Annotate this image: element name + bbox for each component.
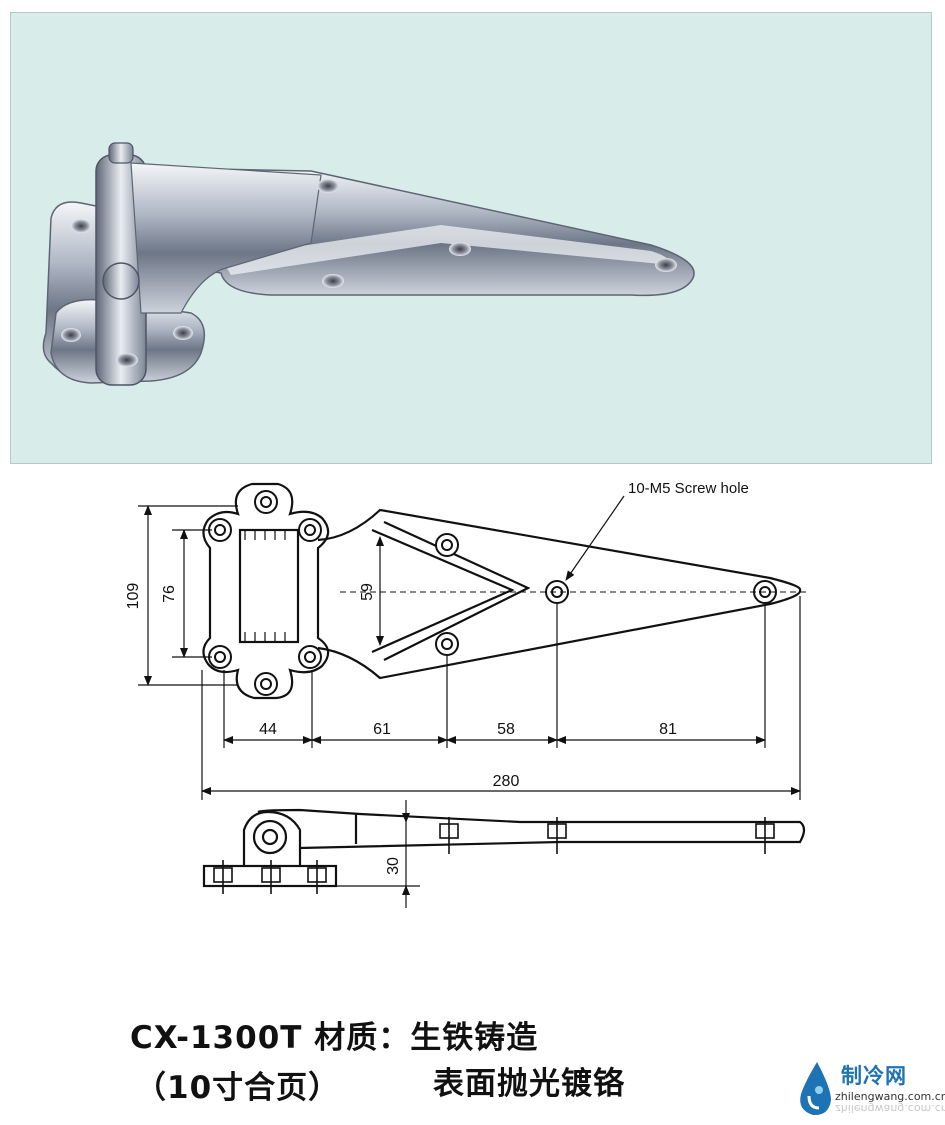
logo-title: 制冷网: [841, 1064, 907, 1088]
caption-size: （10寸合页）: [135, 1070, 341, 1106]
site-logo: 制冷网 zhilengwang.com.cn zhilengwang.com.c…: [795, 1058, 945, 1118]
dim-height-inner: 76: [161, 585, 178, 603]
dim-d2: 61: [373, 721, 391, 738]
vertical-dimensions: [138, 505, 384, 686]
dim-d3: 58: [497, 721, 515, 738]
horizontal-dimensions: [201, 596, 801, 800]
callout-label: 10-M5 Screw hole: [628, 480, 749, 497]
side-view: [202, 808, 806, 894]
caption-model-material: CX-1300T 材质：生铁铸造: [130, 1020, 539, 1056]
product-photo: [10, 12, 932, 464]
screw-hole-callout: 10-M5 Screw hole: [565, 480, 749, 581]
technical-drawing: 10-M5 Screw hole 109 76 59 44 61 58 81 2…: [125, 480, 810, 908]
hinge-photo-illustration: [42, 142, 695, 386]
screw-holes: [208, 490, 777, 696]
caption-finish: 表面抛光镀铬: [433, 1066, 625, 1102]
dim-v-gap: 59: [359, 583, 376, 601]
dim-length-total: 280: [493, 773, 520, 790]
logo-url: zhilengwang.com.cn: [835, 1090, 945, 1103]
thickness-dimension: [336, 800, 420, 908]
dim-height-total: 109: [125, 583, 142, 610]
dim-thickness: 30: [385, 857, 402, 875]
top-view: [202, 482, 802, 700]
dim-d4: 81: [659, 721, 677, 738]
screw-holes-photo: [61, 179, 677, 367]
water-drop-icon: [800, 1062, 831, 1116]
logo-url-reflection: zhilengwang.com.cn: [835, 1102, 945, 1115]
dim-d1: 44: [259, 721, 277, 738]
